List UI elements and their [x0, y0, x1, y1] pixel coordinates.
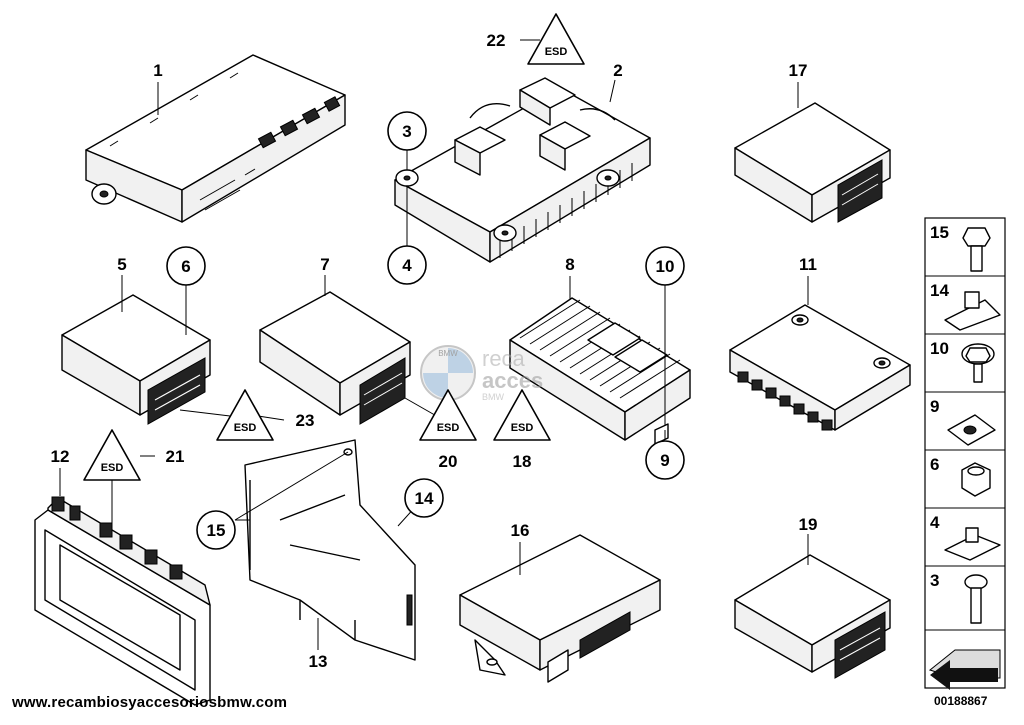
bolt-icon: [962, 227, 991, 272]
label-13: 13: [309, 652, 328, 671]
hw-label-3: 3: [930, 571, 939, 590]
circle-9: [645, 440, 685, 480]
watermark: BMW reca acces BMW: [420, 345, 543, 402]
hardware-column: 15 14 10 9 6 4 3: [924, 217, 1006, 690]
label-22: 22: [487, 31, 506, 50]
diagram-number: 00188867: [934, 694, 988, 708]
hw-label-15: 15: [930, 223, 949, 242]
part-19-control-unit[interactable]: [734, 554, 891, 679]
clip-icon: [944, 527, 1001, 561]
hw-label-10: 10: [930, 339, 949, 358]
circle-15: [196, 510, 236, 550]
part-12-control-unit[interactable]: [34, 496, 211, 706]
circle-6: [166, 246, 206, 286]
label-8: 8: [565, 255, 574, 274]
label-10: 10: [656, 257, 675, 276]
label-1: 1: [153, 61, 162, 80]
watermark-text-3: BMW: [482, 392, 505, 402]
part-8-amplifier[interactable]: [509, 297, 691, 445]
hw-label-6: 6: [930, 455, 939, 474]
circle-3: [387, 111, 427, 151]
part-5-control-unit[interactable]: [61, 294, 211, 425]
label-7: 7: [320, 255, 329, 274]
label-19: 19: [799, 515, 818, 534]
esd-triangle-23: ESD: [216, 389, 274, 441]
spring-nut-icon: [947, 414, 996, 446]
label-11: 11: [799, 255, 817, 274]
hw-label-9: 9: [930, 397, 939, 416]
watermark-brand: BMW: [438, 349, 458, 358]
label-15: 15: [207, 521, 226, 540]
hex-nut-icon: [961, 462, 991, 497]
clip-nut-icon: [944, 291, 1001, 331]
part-17-control-unit[interactable]: [734, 102, 891, 223]
svg-text:ESD: ESD: [545, 46, 568, 58]
label-6: 6: [181, 257, 190, 276]
svg-text:ESD: ESD: [511, 422, 534, 434]
esd-triangle-21: ESD: [83, 429, 141, 481]
part-11-control-unit[interactable]: [729, 304, 911, 431]
flange-screw-icon: [961, 343, 995, 383]
esd-triangle-22: ESD: [527, 13, 585, 65]
label-14: 14: [415, 489, 434, 508]
circle-4: [387, 245, 427, 285]
footer-website[interactable]: www.recambiosyaccesoriosbmw.com: [12, 694, 288, 711]
part-1-control-module[interactable]: [85, 54, 346, 223]
label-21: 21: [166, 447, 185, 466]
label-2: 2: [613, 61, 622, 80]
label-17: 17: [789, 61, 808, 80]
label-20: 20: [439, 452, 458, 471]
part-2-fuse-board[interactable]: [394, 77, 651, 263]
part-13-bracket[interactable]: [244, 439, 416, 661]
svg-text:ESD: ESD: [101, 462, 124, 474]
hw-label-14: 14: [930, 281, 949, 300]
watermark-text-1: reca: [482, 346, 526, 371]
watermark-text-2: acces: [482, 368, 543, 393]
label-9: 9: [660, 451, 669, 470]
circle-10: [645, 246, 685, 286]
hw-label-4: 4: [930, 513, 940, 532]
svg-text:ESD: ESD: [437, 422, 460, 434]
reference-arrow-icon: [928, 649, 1001, 690]
label-18: 18: [513, 452, 532, 471]
label-3: 3: [402, 122, 411, 141]
esd-triangle-18: ESD: [493, 389, 551, 441]
screw-icon: [964, 574, 988, 624]
label-4: 4: [402, 256, 412, 275]
part-7-control-unit[interactable]: [259, 291, 411, 425]
label-5: 5: [117, 255, 126, 274]
svg-text:ESD: ESD: [234, 422, 257, 434]
label-16: 16: [511, 521, 530, 540]
label-23: 23: [296, 411, 315, 430]
label-12: 12: [51, 447, 70, 466]
circle-14: [404, 478, 444, 518]
part-16-control-unit[interactable]: [459, 534, 661, 683]
esd-triangle-20: ESD: [419, 389, 477, 441]
